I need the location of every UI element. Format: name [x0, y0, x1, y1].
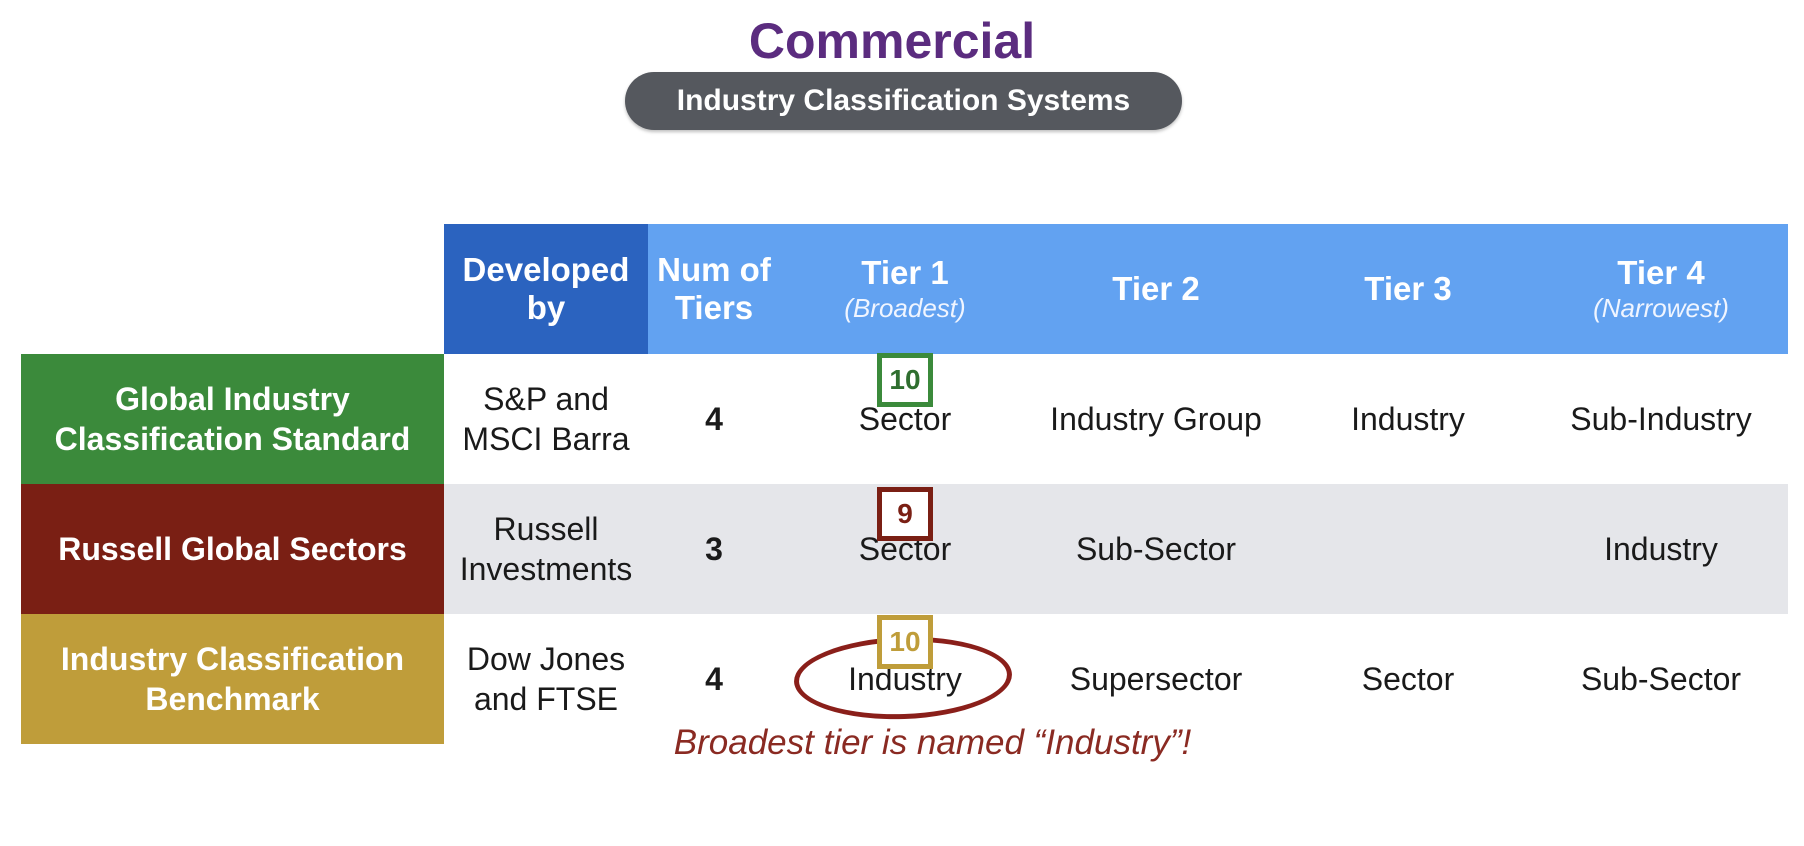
header-tier-2-label: Tier 2: [1112, 270, 1200, 307]
tier-4-cell: Sub-Sector: [1580, 661, 1742, 697]
tier-2-cell: Supersector: [1069, 661, 1243, 697]
tier-3-cell: Industry: [1351, 401, 1465, 437]
table-row-gics: [444, 354, 1788, 484]
header-tier-1-sublabel: (Broadest): [844, 293, 966, 323]
tier-1-cell: Sector: [858, 401, 952, 437]
developer-cell: Dow Jones and FTSE: [466, 641, 626, 717]
sector-count-badge: 10: [877, 353, 933, 407]
header-tier-1-label: Tier 1: [861, 254, 949, 291]
tier-4-cell: Sub-Industry: [1570, 401, 1752, 437]
annotation-note: Broadest tier is named “Industry”!: [673, 723, 1192, 762]
sector-count-badge: 9: [877, 487, 933, 541]
num-tiers-cell: 4: [705, 661, 723, 697]
num-tiers-cell: 3: [705, 531, 723, 567]
subtitle-pill: Industry Classification Systems: [625, 72, 1182, 130]
tier-3-cell: [1282, 484, 1534, 614]
header-num-tiers-label: Num of Tiers: [657, 251, 771, 326]
tier-3-cell: Sector: [1361, 661, 1455, 697]
tier-2-cell: Sub-Sector: [1075, 531, 1237, 567]
row-label-icb: Industry Classification Benchmark: [21, 614, 444, 744]
table-row-icb: [444, 614, 1788, 744]
row-label-gics: Global Industry Classification Standard: [21, 354, 444, 484]
developer-cell: S&P and MSCI Barra: [462, 381, 630, 457]
header-developed-by-label: Developed by: [462, 251, 630, 326]
header-tier-3-label: Tier 3: [1364, 270, 1452, 307]
header-tier-4: Tier 4 (Narrowest): [1534, 224, 1788, 354]
header-developed-by: Developed by: [444, 224, 648, 354]
page-title: Commercial: [748, 13, 1036, 69]
industry-count-badge: 10: [877, 615, 933, 669]
tier-header-band: [648, 224, 1788, 354]
tier-4-cell: Industry: [1604, 531, 1718, 567]
header-tier-1: Tier 1 (Broadest): [780, 224, 1030, 354]
row-label-russell: Russell Global Sectors: [21, 484, 444, 614]
developer-cell: Russell Investments: [459, 511, 633, 587]
header-tier-4-label: Tier 4: [1617, 254, 1705, 291]
num-tiers-cell: 4: [705, 401, 723, 437]
header-num-tiers: Num of Tiers: [648, 224, 780, 354]
table-row-russell: [444, 484, 1788, 614]
header-tier-2: Tier 2: [1030, 224, 1282, 354]
header-tier-4-sublabel: (Narrowest): [1593, 293, 1729, 323]
tier-2-cell: Industry Group: [1050, 401, 1262, 437]
header-tier-3: Tier 3: [1282, 224, 1534, 354]
